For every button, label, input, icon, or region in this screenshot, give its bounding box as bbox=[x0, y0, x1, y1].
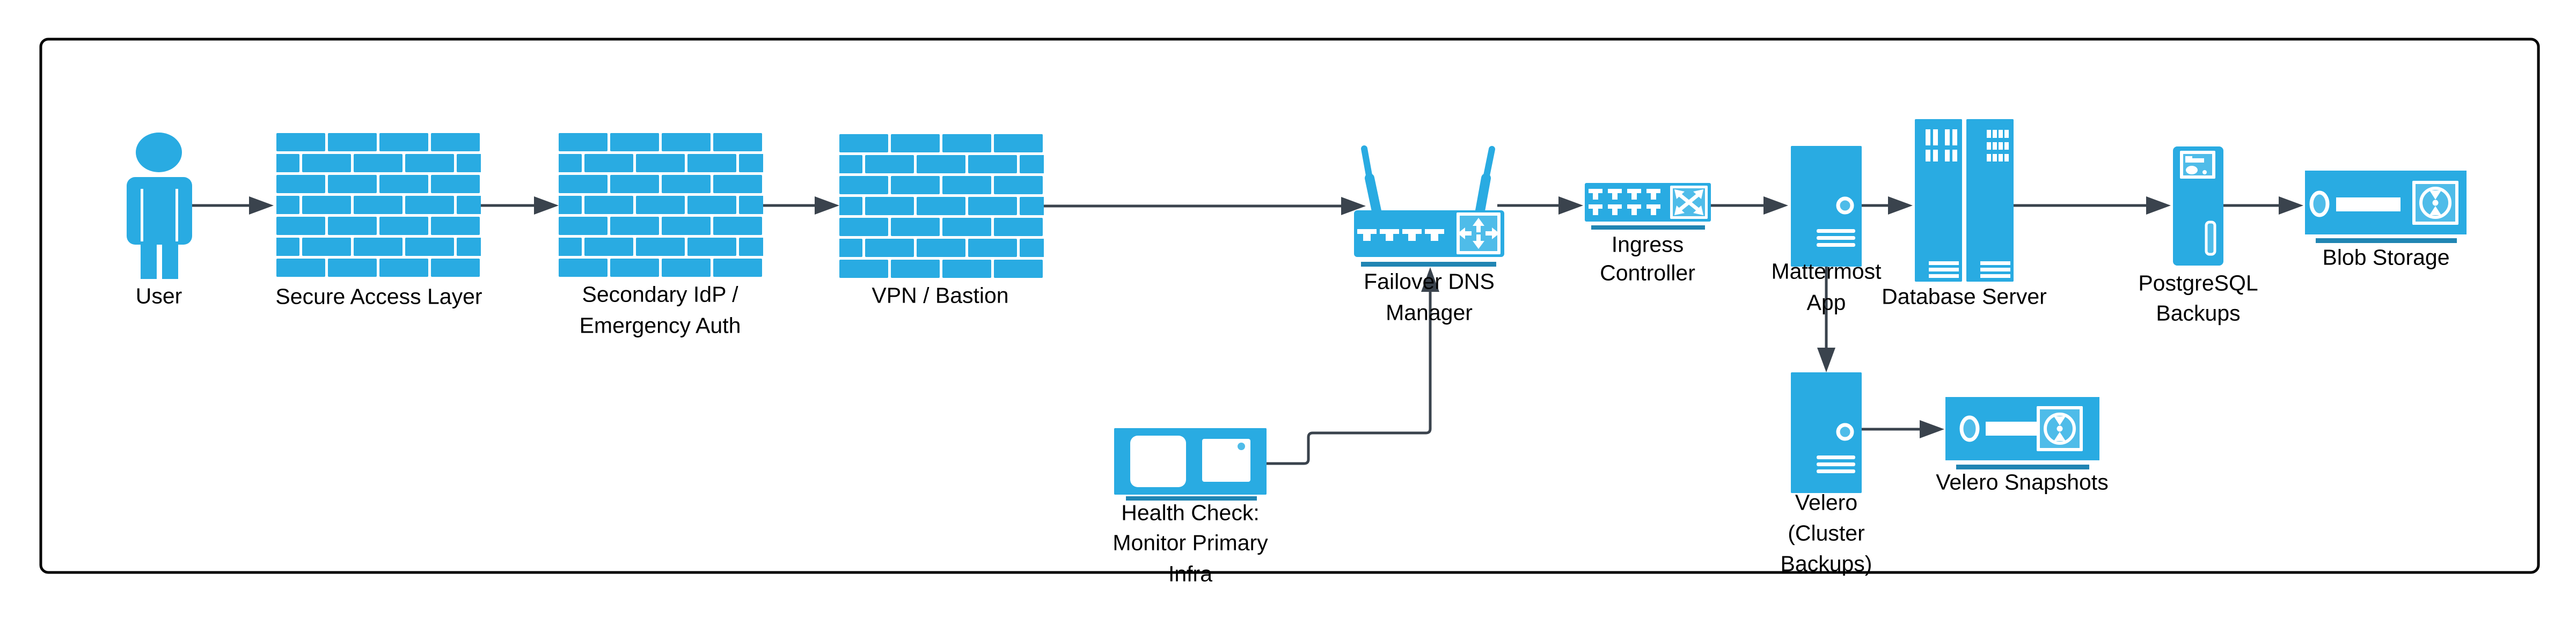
label-velero-3: Backups) bbox=[1780, 551, 1872, 576]
label-blob-storage: Blob Storage bbox=[2322, 245, 2450, 270]
arrowhead bbox=[815, 196, 839, 215]
label-velero-1: Velero bbox=[1795, 490, 1858, 515]
crossed-arrows-glyph bbox=[1674, 189, 1703, 215]
label-failover-dns-1: Failover DNS bbox=[1364, 269, 1495, 294]
routing-cross-glyph bbox=[1458, 218, 1499, 249]
server-rack-icon bbox=[1915, 119, 2014, 282]
label-secondary-idp-2: Emergency Auth bbox=[579, 313, 741, 338]
storage-device-icon bbox=[2305, 171, 2467, 243]
label-secure-access: Secure Access Layer bbox=[275, 284, 482, 309]
edge-healthcheck-dns bbox=[1267, 290, 1432, 465]
arrowhead bbox=[534, 196, 559, 215]
diagram-border bbox=[39, 38, 2540, 574]
arrowhead bbox=[1558, 196, 1583, 215]
label-health-check-3: Infra bbox=[1168, 561, 1213, 586]
icon-underline bbox=[1956, 465, 2089, 469]
label-health-check-1: Health Check: bbox=[1121, 500, 1260, 525]
arrowhead bbox=[1421, 267, 1439, 292]
icon-underline bbox=[1591, 225, 1705, 230]
icon-underline bbox=[1126, 496, 1257, 501]
connectors bbox=[192, 196, 2303, 465]
label-mattermost-2: App bbox=[1806, 290, 1846, 315]
monitor-icon bbox=[1114, 428, 1267, 501]
label-postgresql-1: PostgreSQL bbox=[2138, 270, 2258, 296]
label-secondary-idp-1: Secondary IdP / bbox=[582, 282, 738, 307]
label-ingress-1: Ingress bbox=[1611, 232, 1684, 257]
firewall-icon bbox=[276, 133, 481, 279]
arrowhead bbox=[249, 196, 274, 215]
arrowhead bbox=[1920, 420, 1944, 438]
server-tower-icon bbox=[1791, 372, 1862, 493]
label-ingress-2: Controller bbox=[1600, 260, 1695, 285]
firewall-icon bbox=[559, 133, 763, 279]
arrowhead bbox=[1763, 196, 1788, 215]
label-postgresql-2: Backups bbox=[2156, 300, 2241, 326]
label-health-check-2: Monitor Primary bbox=[1113, 530, 1268, 555]
arrowhead bbox=[1341, 197, 1366, 215]
label-vpn-bastion: VPN / Bastion bbox=[872, 283, 1009, 308]
person-icon bbox=[127, 133, 192, 279]
server-tower-icon bbox=[2173, 146, 2223, 266]
arrowhead bbox=[2279, 196, 2303, 215]
arrowhead bbox=[1888, 196, 1913, 215]
label-mattermost-1: Mattermost bbox=[1771, 259, 1882, 284]
icon-underline bbox=[2316, 238, 2457, 243]
label-velero-snapshots: Velero Snapshots bbox=[1936, 469, 2109, 495]
label-user: User bbox=[135, 283, 182, 308]
network-switch-icon bbox=[1585, 183, 1711, 230]
label-velero-2: (Cluster bbox=[1788, 520, 1865, 546]
server-tower-icon bbox=[1791, 146, 1862, 267]
firewall-icon bbox=[839, 134, 1044, 280]
label-database-server: Database Server bbox=[1882, 284, 2047, 309]
storage-device-icon bbox=[1945, 397, 2099, 469]
wireless-router-icon bbox=[1354, 145, 1504, 267]
arrowhead bbox=[2146, 196, 2171, 215]
arrowhead bbox=[1817, 348, 1835, 372]
label-failover-dns-2: Manager bbox=[1386, 300, 1473, 325]
icon-underline bbox=[1361, 262, 1496, 267]
